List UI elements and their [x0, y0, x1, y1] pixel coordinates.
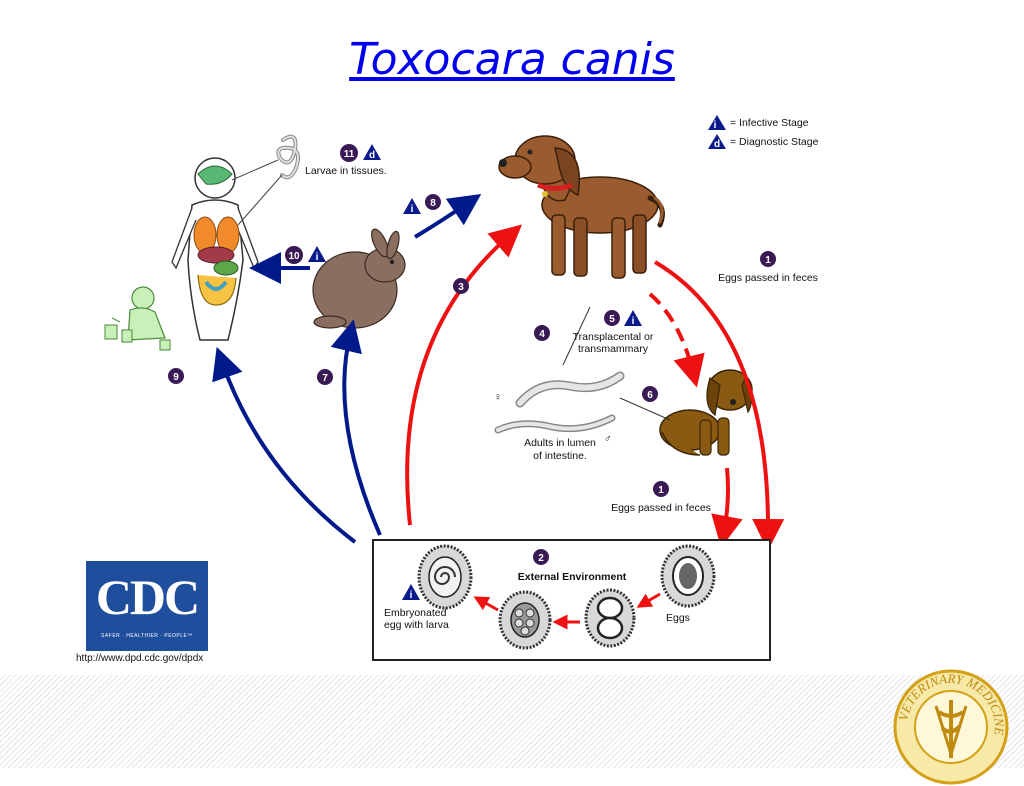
- cdc-tagline: SAFER · HEALTHIER · PEOPLE™: [101, 633, 193, 639]
- arrow-puppy-to-environment: [711, 467, 743, 548]
- legend-diagnostic-label: = Diagnostic Stage: [730, 136, 819, 148]
- egg-morula: [498, 590, 552, 650]
- step-1-badge-dog: 1: [760, 251, 776, 267]
- diagnostic-stage-icon: d: [708, 134, 726, 150]
- adults-label-line2: of intestine.: [533, 450, 587, 462]
- male-symbol: ♂: [604, 433, 612, 445]
- step-4-badge: 4: [534, 325, 550, 341]
- step-1-label-puppy: Eggs passed in feces: [611, 502, 711, 514]
- svg-text:11: 11: [344, 149, 355, 160]
- step-8-badge: 8: [425, 194, 441, 210]
- svg-text:i: i: [410, 590, 413, 601]
- larvae-coil-illustration: [231, 134, 300, 226]
- cdc-logo: CDC SAFER · HEALTHIER · PEOPLE™: [86, 561, 208, 651]
- puppy-illustration: [659, 369, 753, 456]
- step-1-label-dog: Eggs passed in feces: [718, 272, 818, 284]
- svg-text:i: i: [714, 120, 717, 131]
- svg-text:5: 5: [609, 314, 615, 325]
- step-2-badge: 2: [533, 549, 549, 565]
- external-environment-box: 2 External Environment Eggs i Embryonate…: [372, 539, 771, 661]
- step-11-diagnostic-icon: d: [363, 144, 381, 161]
- svg-text:8: 8: [430, 198, 436, 209]
- arrow-transplacental: [648, 292, 705, 388]
- arrow-dog-to-environment: [653, 260, 785, 551]
- veterinary-medicine-seal: VETERINARY MEDICINE: [893, 669, 1009, 785]
- step-1-badge-puppy: 1: [653, 481, 669, 497]
- step-9-badge: 9: [168, 368, 184, 384]
- egg-unembryonated: [660, 544, 716, 608]
- svg-text:i: i: [632, 316, 635, 327]
- step-5-badge: 5: [604, 310, 620, 326]
- rabbit-illustration: [312, 228, 406, 329]
- human-anatomy-illustration: [171, 157, 259, 341]
- step-7-badge: 7: [317, 369, 333, 385]
- cdc-logo-text: CDC: [95, 569, 200, 625]
- svg-text:1: 1: [765, 255, 771, 266]
- svg-text:9: 9: [173, 372, 179, 383]
- child-playing-illustration: [104, 286, 171, 351]
- step-11-label: Larvae in tissues.: [305, 165, 387, 177]
- svg-text:d: d: [369, 150, 375, 161]
- step-11-badge: 11: [340, 144, 358, 162]
- svg-text:7: 7: [322, 373, 328, 384]
- svg-text:10: 10: [288, 251, 300, 262]
- footer-stripe-band: [0, 675, 1024, 768]
- step-10-infective-icon: i: [308, 246, 326, 263]
- step-8-infective-icon: i: [403, 198, 421, 215]
- step-3-badge: 3: [453, 278, 469, 294]
- step-6-badge: 6: [642, 386, 658, 402]
- step-5-label-line2: transmammary: [578, 343, 649, 355]
- svg-text:1: 1: [658, 485, 664, 496]
- legend-infective-label: = Infective Stage: [730, 117, 809, 129]
- arrow-egg-development-1: [636, 592, 661, 608]
- step-10-badge: 10: [285, 246, 303, 264]
- eggs-label: Eggs: [666, 612, 690, 624]
- embryonated-label-line1: Embryonated: [384, 607, 447, 619]
- cdc-url: http://www.dpd.cdc.gov/dpdx: [76, 653, 204, 664]
- svg-text:i: i: [411, 204, 414, 215]
- svg-text:2: 2: [538, 553, 544, 564]
- step-5-infective-icon: i: [624, 310, 642, 327]
- cycle-arrows: [212, 194, 785, 551]
- step-badges: 1 Eggs passed in feces 1 Eggs passed in …: [168, 144, 818, 514]
- lifecycle-diagram: i = Infective Stage d = Diagnostic Stage: [104, 115, 819, 661]
- egg-embryonated-larva: [417, 544, 473, 610]
- arrow-environment-to-human: [212, 346, 357, 544]
- svg-text:d: d: [714, 139, 720, 150]
- arrow-environment-to-dog: [405, 224, 523, 526]
- external-environment-label: External Environment: [518, 571, 627, 583]
- svg-text:4: 4: [539, 329, 545, 340]
- svg-text:6: 6: [647, 390, 653, 401]
- arrow-environment-to-rabbit: [330, 319, 382, 536]
- adult-worms-illustration: ♀ ♂: [494, 306, 671, 445]
- infective-stage-icon: i: [708, 115, 726, 131]
- svg-text:i: i: [316, 252, 319, 263]
- svg-text:3: 3: [458, 282, 464, 293]
- embryonated-label-line2: egg with larva: [384, 619, 449, 631]
- embryonated-infective-icon: i: [402, 584, 420, 601]
- female-symbol: ♀: [494, 391, 502, 403]
- step-5-label-line1: Transplacental or: [573, 331, 654, 343]
- adults-label-line1: Adults in lumen: [524, 437, 596, 449]
- arrow-rabbit-to-dog: [413, 194, 482, 239]
- egg-two-cell: [584, 588, 636, 648]
- adult-dog-illustration: [498, 135, 665, 279]
- arrow-egg-development-3: [473, 596, 499, 612]
- slide-title: Toxocara canis: [349, 34, 675, 85]
- legend: i = Infective Stage d = Diagnostic Stage: [708, 115, 819, 150]
